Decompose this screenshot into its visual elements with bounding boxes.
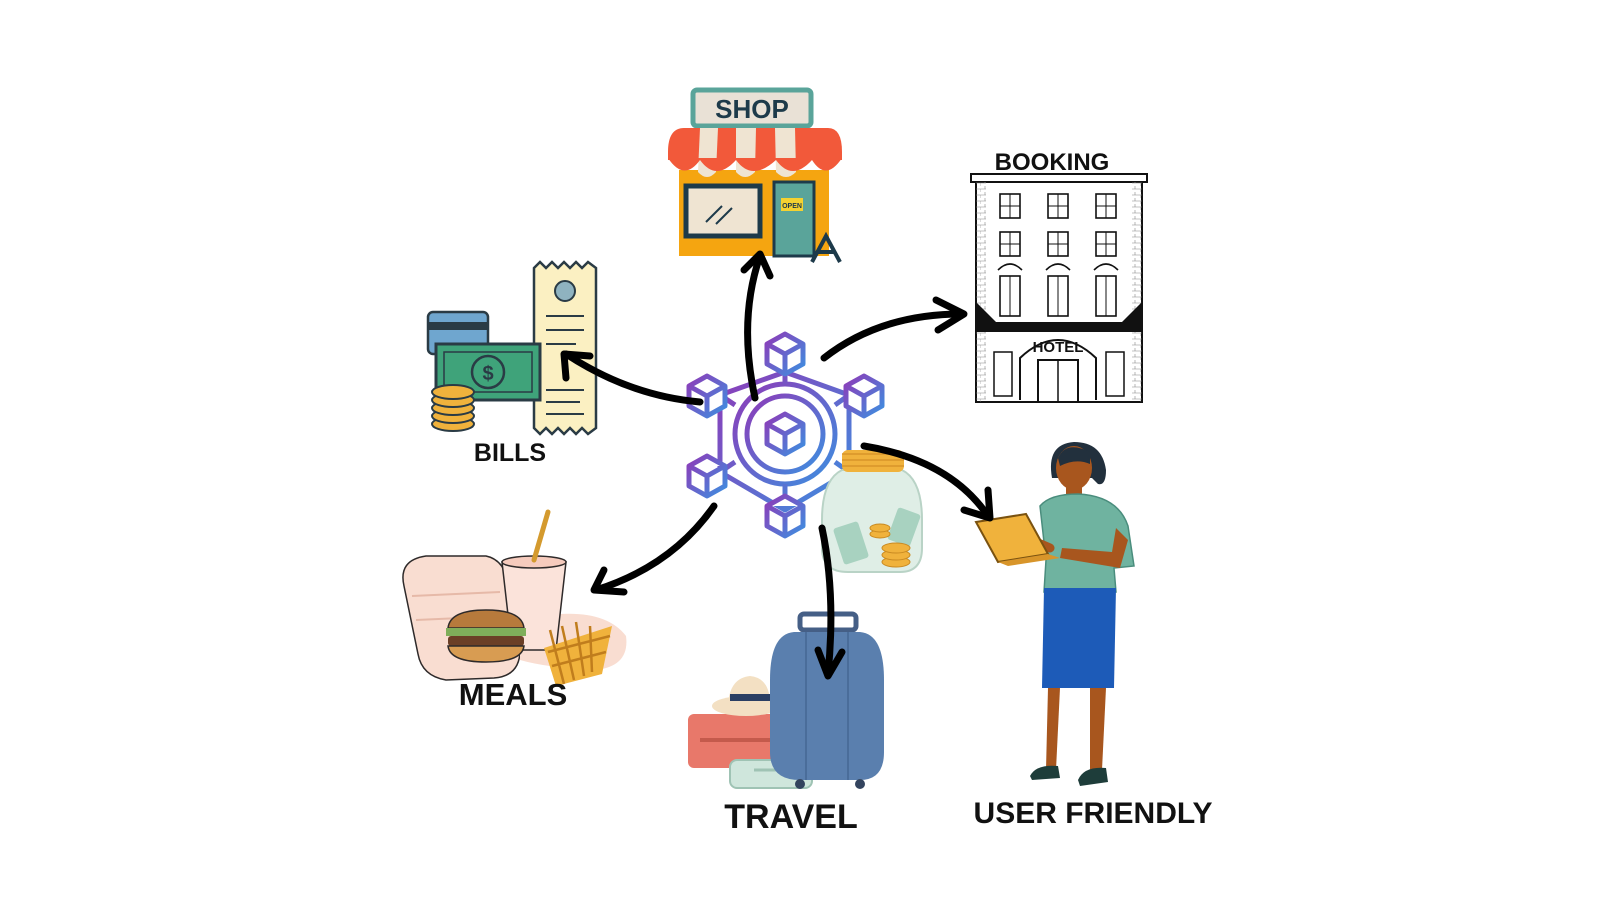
arrow-to-meals [590,502,718,596]
hotel-sign-label: HOTEL [1033,339,1084,356]
booking-label: BOOKING [995,149,1110,176]
blockchain-hub-icon [686,331,885,539]
shop-sign-label: SHOP [715,94,789,124]
arrow-to-travel [814,524,846,680]
meals-label: MEALS [459,677,568,712]
woman-with-laptop-icon [974,442,1135,786]
open-sign-label: OPEN [782,203,802,210]
savings-jar-icon [821,450,923,573]
arrow-to-bills [560,350,704,406]
user-friendly-label: USER FRIENDLY [974,797,1213,830]
hotel-icon: HOTEL [970,173,1148,403]
svg-text:$: $ [482,363,493,385]
shop-icon: SHOP OPEN [668,87,842,263]
meals-icon [402,509,627,686]
arrow-to-shop [740,250,774,402]
arrow-to-user [860,442,994,522]
arrow-to-booking [820,296,968,362]
luggage-travel-icon [688,611,884,789]
travel-label: TRAVEL [724,798,857,836]
bills-icon: $ [426,260,598,436]
bills-label: BILLS [474,439,546,467]
